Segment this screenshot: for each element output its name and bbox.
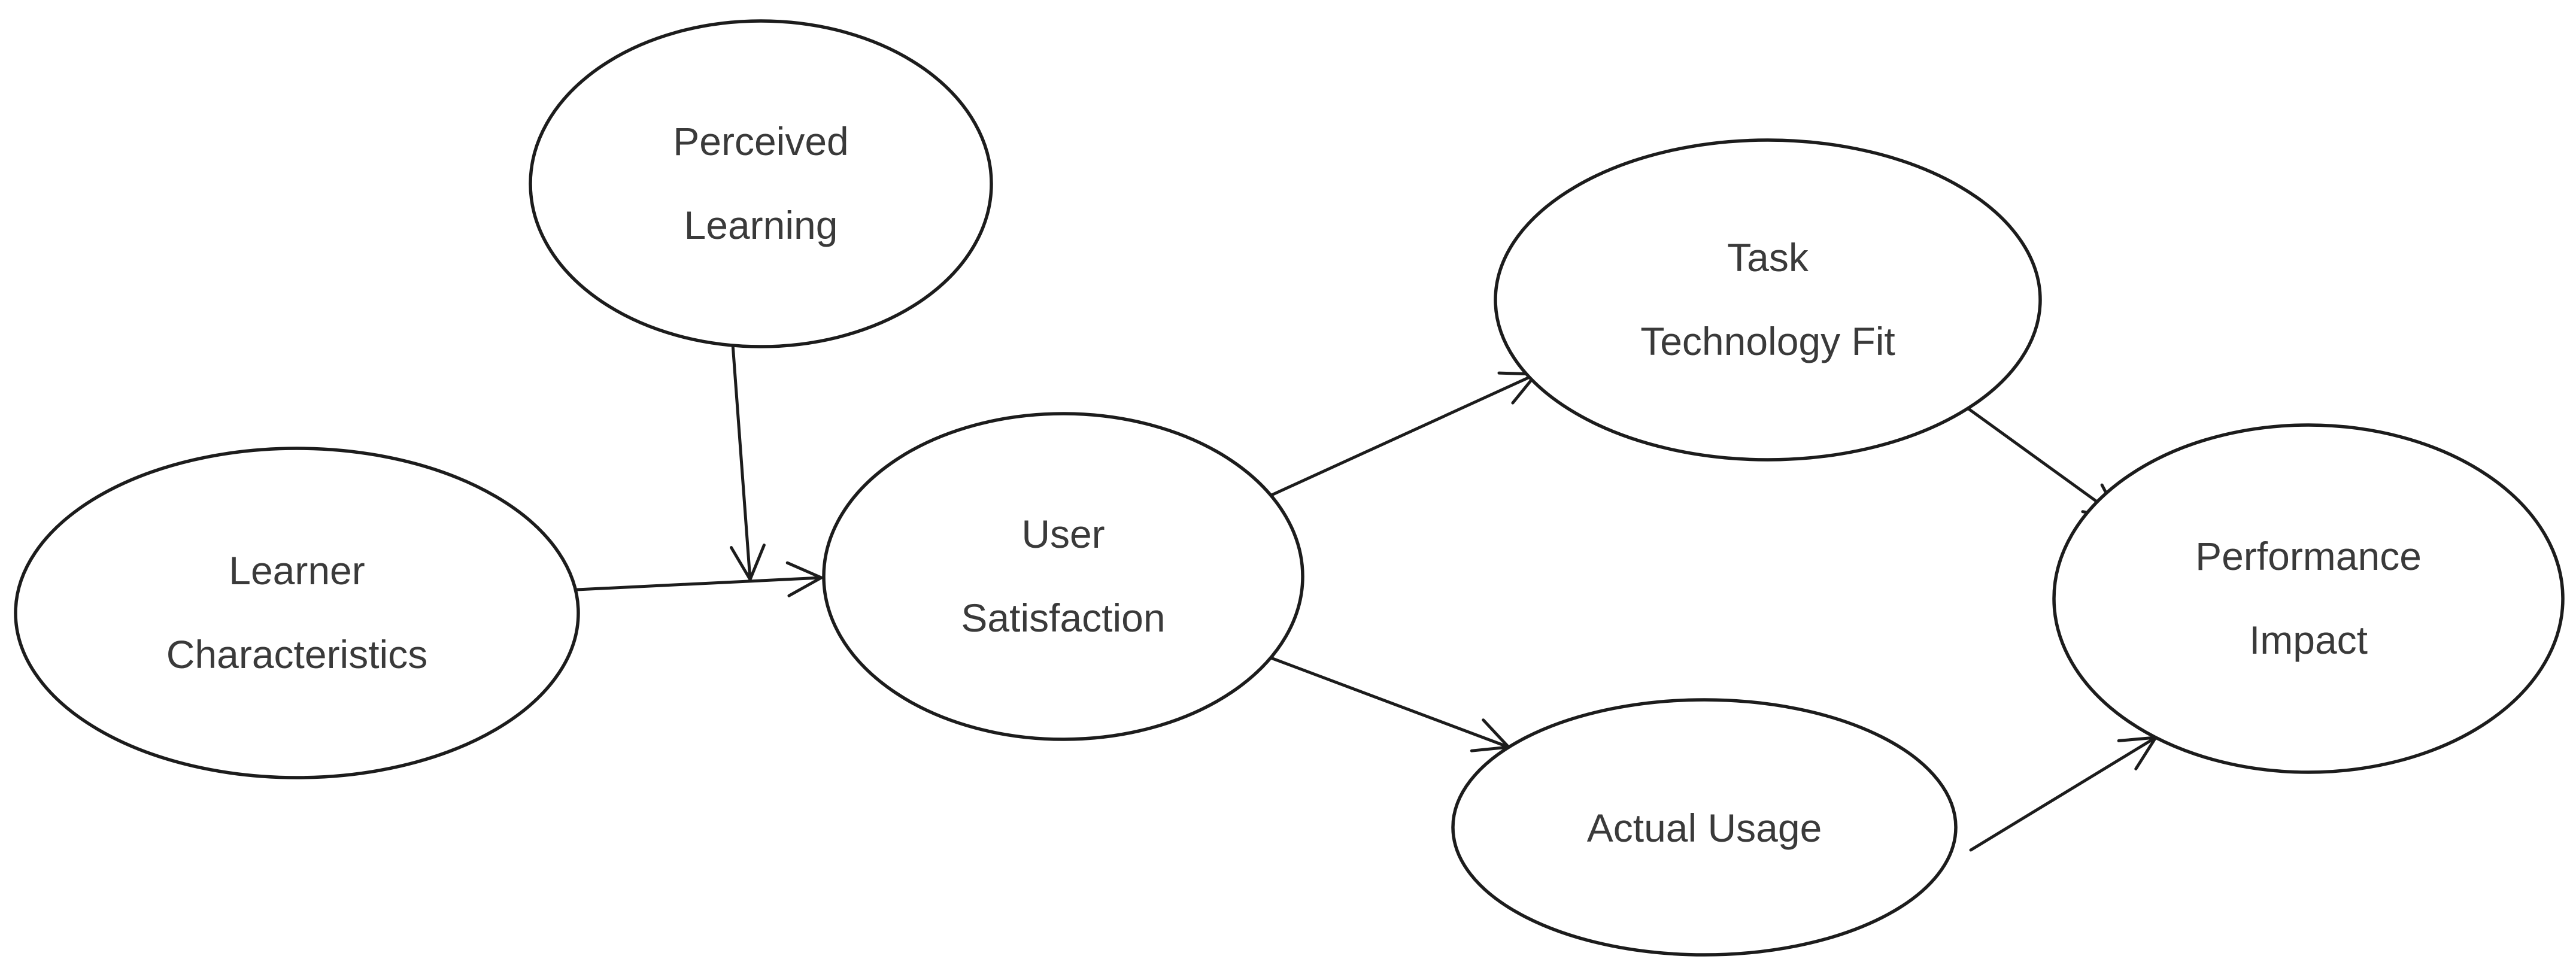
edge-user-satisfaction-to-actual-usage [1269,656,1510,749]
node-label-line: User [1021,512,1105,556]
node-label-line: Task [1727,235,1809,280]
node-label-actual-usage: Actual Usage [1587,806,1822,850]
arrowhead-icon [785,561,823,597]
node-label-line: Impact [2249,618,2368,662]
node-ellipse-task-technology-fit [1494,138,2042,462]
node-label-line: Learner [229,548,365,593]
node-label-line: Satisfaction [961,596,1165,640]
node-ellipse-perceived-learning [529,19,993,348]
node-label-line: Perceived [673,119,849,163]
node-label-line: Performance [2195,534,2422,578]
arrowhead-icon [730,544,766,581]
node-ellipse-learner-characteristics [14,447,580,779]
node-label-line: Learning [684,203,838,247]
node-label-line: Actual Usage [1587,806,1822,850]
node-ellipse-performance-impact [2052,423,2565,774]
edge-learner-characteristics-to-user-satisfaction [575,576,823,591]
node-label-line: Characteristics [166,632,427,676]
node-ellipse-user-satisfaction [822,412,1304,741]
edge-user-satisfaction-to-task-technology-fit [1270,372,1538,497]
node-ellipse-actual-usage [1451,698,1958,957]
edge-actual-usage-to-performance-impact [1969,736,2158,852]
edge-perceived-learning-to-user-satisfaction [731,342,752,581]
node-label-line: Technology Fit [1640,319,1895,363]
edge-task-technology-fit-to-performance-impact [1966,406,2121,520]
